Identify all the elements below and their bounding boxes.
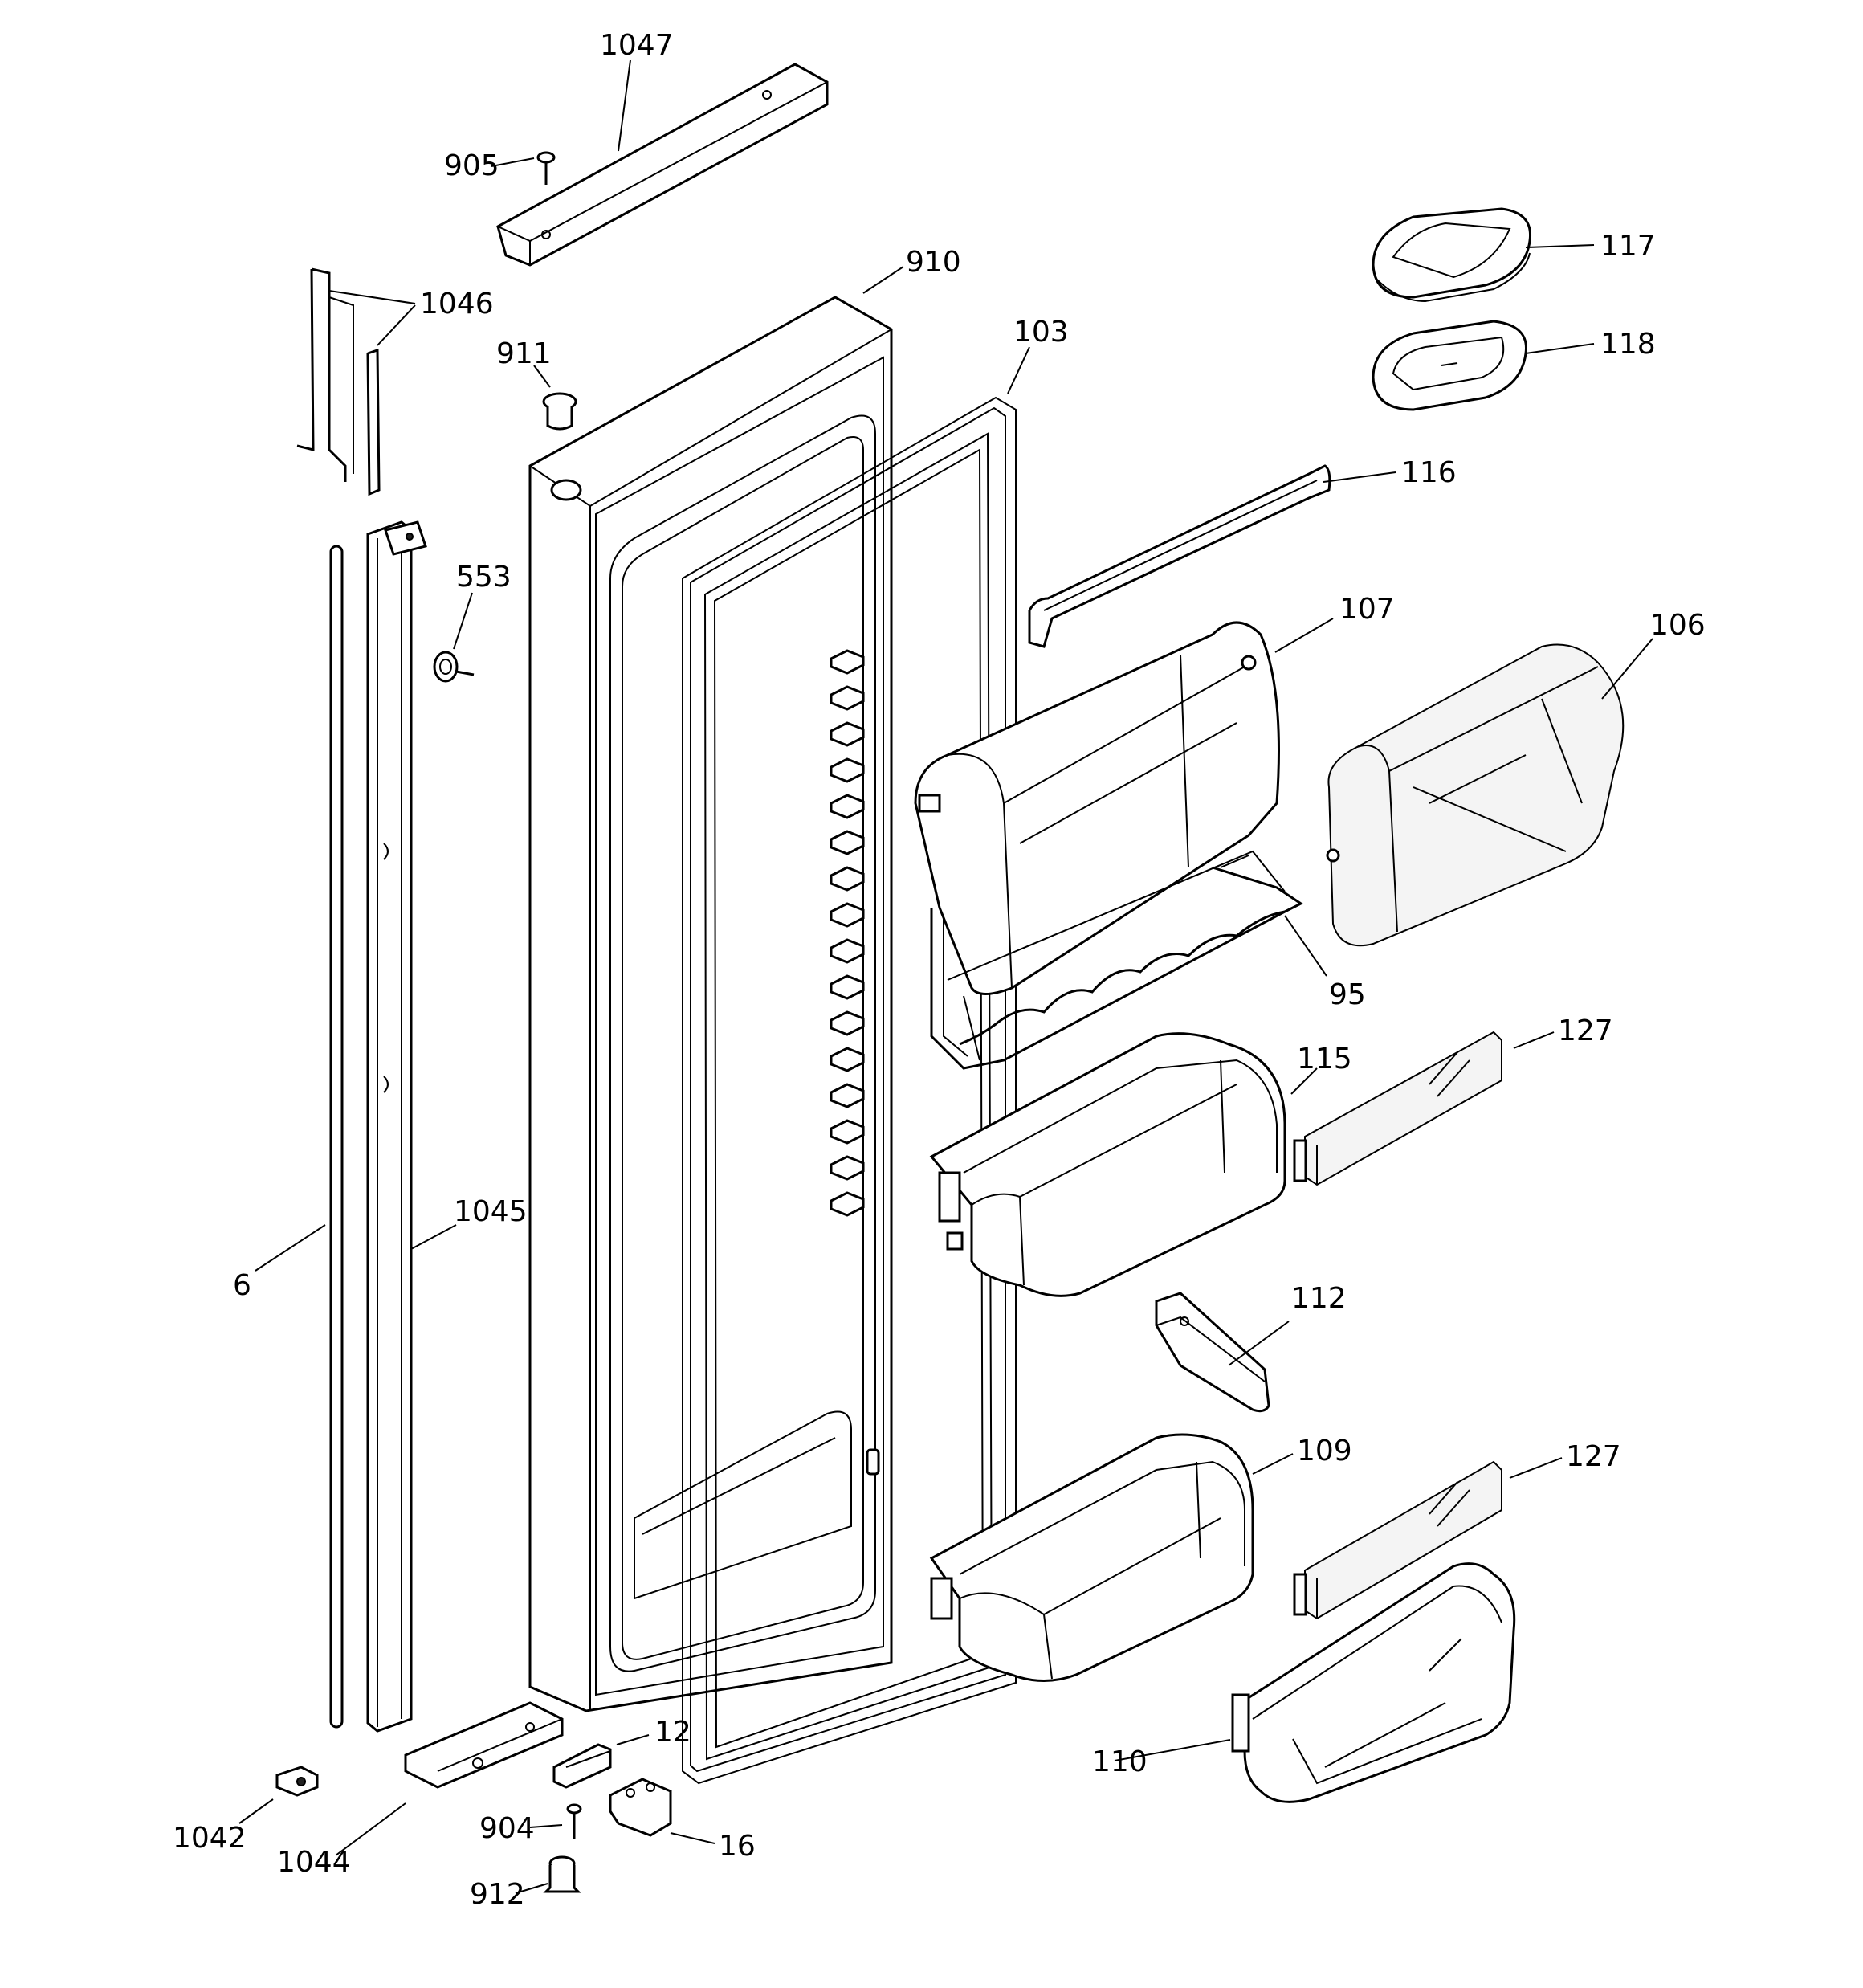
part-553-knob — [433, 651, 475, 683]
part-912-bushing — [543, 1855, 581, 1893]
part-112-divider — [1155, 1292, 1270, 1413]
part-1044-hinge-plate — [404, 1701, 564, 1789]
callout-1046: 1046 — [420, 288, 494, 320]
part-117-cover — [1372, 207, 1532, 303]
callout-127-upper: 127 — [1558, 1014, 1613, 1047]
part-118-tray — [1372, 320, 1527, 411]
callout-103: 103 — [1013, 316, 1069, 349]
callout-118: 118 — [1600, 328, 1656, 361]
callout-16: 16 — [719, 1830, 756, 1863]
callout-116: 116 — [1401, 456, 1457, 489]
callout-911: 911 — [496, 337, 552, 370]
part-1047-top-hinge-cover — [496, 63, 829, 267]
callout-109: 109 — [1297, 1435, 1352, 1468]
callout-905: 905 — [444, 149, 499, 182]
callout-904: 904 — [479, 1812, 535, 1845]
part-905-screw — [536, 151, 556, 185]
part-911-bushing — [542, 392, 577, 431]
part-107-bin — [914, 621, 1280, 995]
part-1046-trim — [296, 267, 381, 496]
part-110-bin — [1231, 1562, 1516, 1803]
door-shelf-clips — [830, 649, 865, 1217]
part-106-bin-cover — [1326, 643, 1625, 947]
part-12-bracket — [552, 1743, 612, 1789]
callout-112: 112 — [1291, 1282, 1347, 1315]
callout-127-lower: 127 — [1566, 1440, 1621, 1473]
leader-lines — [238, 59, 1653, 1894]
callout-107: 107 — [1339, 593, 1395, 626]
part-115-bin — [929, 1032, 1286, 1297]
callout-117: 117 — [1600, 230, 1656, 263]
part-127-panel-lower — [1293, 1460, 1502, 1620]
callout-110: 110 — [1092, 1745, 1148, 1778]
part-910-door-shell — [528, 296, 893, 1712]
part-127-panel-upper — [1293, 1031, 1502, 1186]
callout-1045: 1045 — [454, 1195, 528, 1228]
callout-106: 106 — [1650, 609, 1706, 642]
callout-1047: 1047 — [600, 29, 674, 62]
callout-115: 115 — [1297, 1043, 1352, 1076]
callout-labels: 1047 905 910 1046 911 103 117 118 116 55… — [173, 29, 1706, 1911]
callout-12: 12 — [654, 1716, 691, 1749]
part-16-hinge-block — [609, 1778, 672, 1837]
part-6-tube — [329, 545, 344, 1729]
callout-553: 553 — [456, 561, 512, 594]
part-904-screw — [566, 1803, 582, 1839]
part-109-bin — [929, 1433, 1254, 1682]
part-116-rail — [1028, 464, 1331, 648]
callout-912: 912 — [470, 1878, 525, 1911]
callout-95: 95 — [1329, 978, 1366, 1011]
part-1045-channel — [366, 520, 427, 1733]
part-95-wire-rack — [930, 850, 1303, 1070]
part-1042-bracket — [275, 1766, 319, 1797]
callout-1044: 1044 — [277, 1846, 351, 1879]
callout-910: 910 — [906, 246, 961, 279]
callout-6: 6 — [233, 1269, 251, 1302]
callout-1042: 1042 — [173, 1822, 247, 1855]
